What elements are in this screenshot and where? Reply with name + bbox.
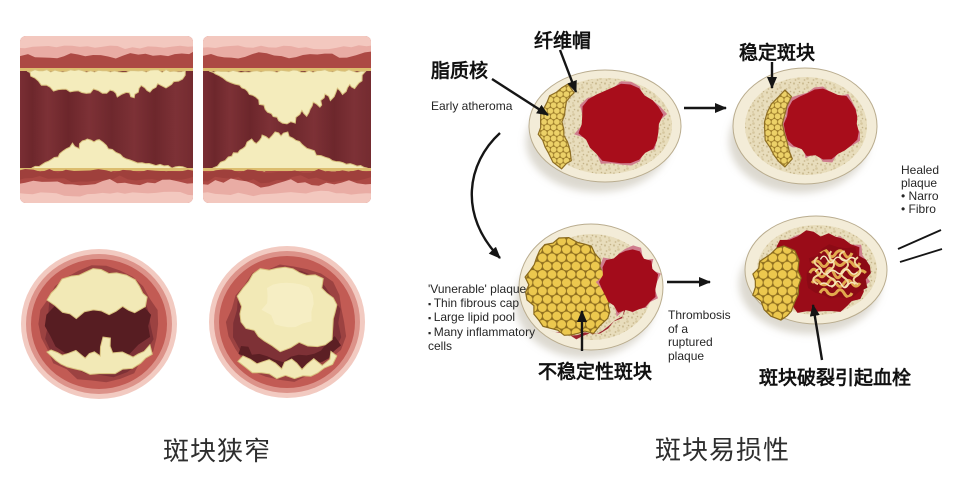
arrow-lipid-core bbox=[491, 77, 549, 117]
vessel-stable-plaque bbox=[729, 67, 878, 193]
caption-plaque-vulnerability: 斑块易损性 bbox=[655, 436, 791, 466]
label-rupture-thrombus: 斑块破裂引起血栓 bbox=[759, 367, 912, 389]
label-early-atheroma: Early atheroma bbox=[431, 99, 513, 113]
label-fibrous-cap: 纤维帽 bbox=[534, 30, 592, 52]
arrow-curved-a-to-c bbox=[470, 132, 501, 259]
healed-title: Healed plaque bbox=[901, 163, 940, 190]
vulnerable-plaque-block: 'Vunerable' plaque Thin fibrous cap Larg… bbox=[428, 282, 540, 354]
label-thrombosis: Thrombosis of a ruptured plaque bbox=[668, 308, 731, 363]
vessel-vulnerable-plaque bbox=[515, 223, 664, 358]
vessel-early-atheroma bbox=[526, 69, 682, 192]
label-lipid-core: 脂质核 bbox=[431, 60, 489, 82]
healed-points: Narro Fibro bbox=[901, 190, 962, 216]
longitudinal-vessel-1 bbox=[20, 36, 193, 203]
cross-section-vessel-2 bbox=[209, 246, 365, 398]
longitudinal-vessel-2 bbox=[203, 36, 371, 203]
healed-plaque-block: Healed plaque Narro Fibro bbox=[901, 164, 962, 216]
vulnerable-title: 'Vunerable' plaque bbox=[428, 282, 527, 296]
caption-plaque-stenosis: 斑块狭窄 bbox=[163, 437, 272, 467]
arrow-fibrous-cap bbox=[558, 49, 578, 93]
arrow-rupture-label bbox=[809, 304, 824, 361]
cross-section-vessel-1 bbox=[21, 249, 177, 399]
arrows bbox=[470, 49, 943, 361]
label-unstable-plaque: 不稳定性斑块 bbox=[538, 361, 653, 383]
vessel-thrombosis bbox=[739, 215, 888, 334]
healed-pointer-1 bbox=[897, 229, 942, 250]
healed-pointer-2 bbox=[899, 248, 943, 263]
label-stable-plaque: 稳定斑块 bbox=[739, 42, 816, 64]
vulnerable-points: Thin fibrous cap Large lipid pool Many i… bbox=[428, 296, 540, 354]
